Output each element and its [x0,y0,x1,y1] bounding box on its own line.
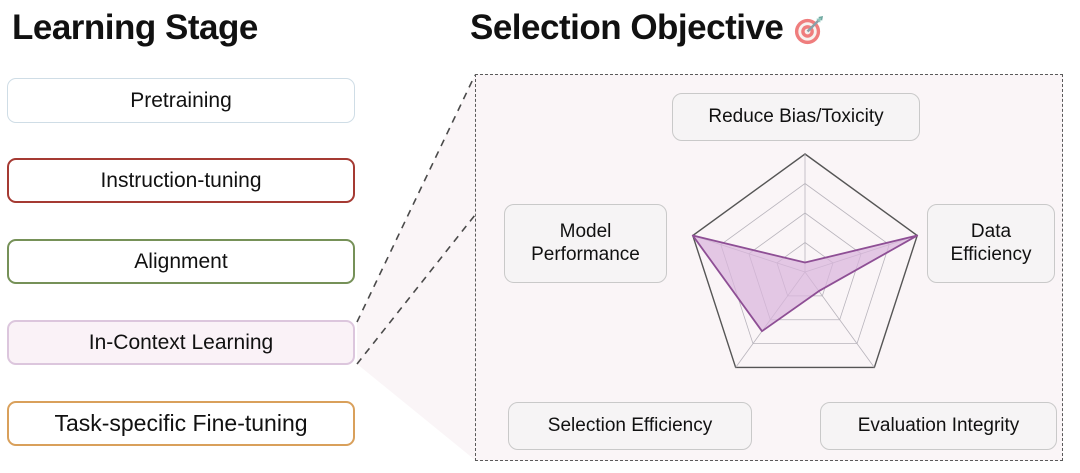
objective-box-label: Data Efficiency [950,221,1032,265]
radar-ring [748,212,862,321]
stage-label: Pretraining [130,89,232,112]
objective-box-label: Selection Efficiency [547,414,713,436]
selection-objective-title: Selection Objective [470,8,824,48]
stage-box-instruction-tuning[interactable]: Instruction-tuning [7,158,355,203]
dart-target-icon [793,15,824,46]
learning-stage-column: Learning Stage Pretraining Instruction-t… [0,0,380,473]
stage-box-in-context-learning[interactable]: In-Context Learning [7,320,355,365]
radar-series-polygon [691,234,919,333]
objective-box-label: Model Performance [531,221,640,265]
stage-label: Task-specific Fine-tuning [54,410,308,436]
radar-ring [691,153,919,369]
radar-chart [691,153,919,369]
objective-box-reduce-bias-toxicity[interactable]: Reduce Bias/Toxicity [672,93,920,141]
stage-label: Alignment [134,250,228,273]
objective-box-selection-efficiency[interactable]: Selection Efficiency [508,402,752,450]
objective-box-evaluation-integrity[interactable]: Evaluation Integrity [820,402,1057,450]
stage-label: In-Context Learning [88,331,274,354]
objective-box-data-efficiency[interactable]: Data Efficiency [927,204,1055,283]
learning-stage-title: Learning Stage [12,8,258,47]
radar-ring [720,183,890,345]
stage-box-alignment[interactable]: Alignment [7,239,355,284]
stage-box-pretraining[interactable]: Pretraining [7,78,355,123]
objective-box-label: Reduce Bias/Toxicity [708,105,884,127]
stage-box-task-specific-fine-tuning[interactable]: Task-specific Fine-tuning [7,401,355,446]
objective-box-model-performance[interactable]: Model Performance [504,204,667,283]
objective-box-label: Evaluation Integrity [857,414,1020,436]
stage-label: Instruction-tuning [100,169,262,192]
selection-objective-title-text: Selection Objective [470,8,784,47]
